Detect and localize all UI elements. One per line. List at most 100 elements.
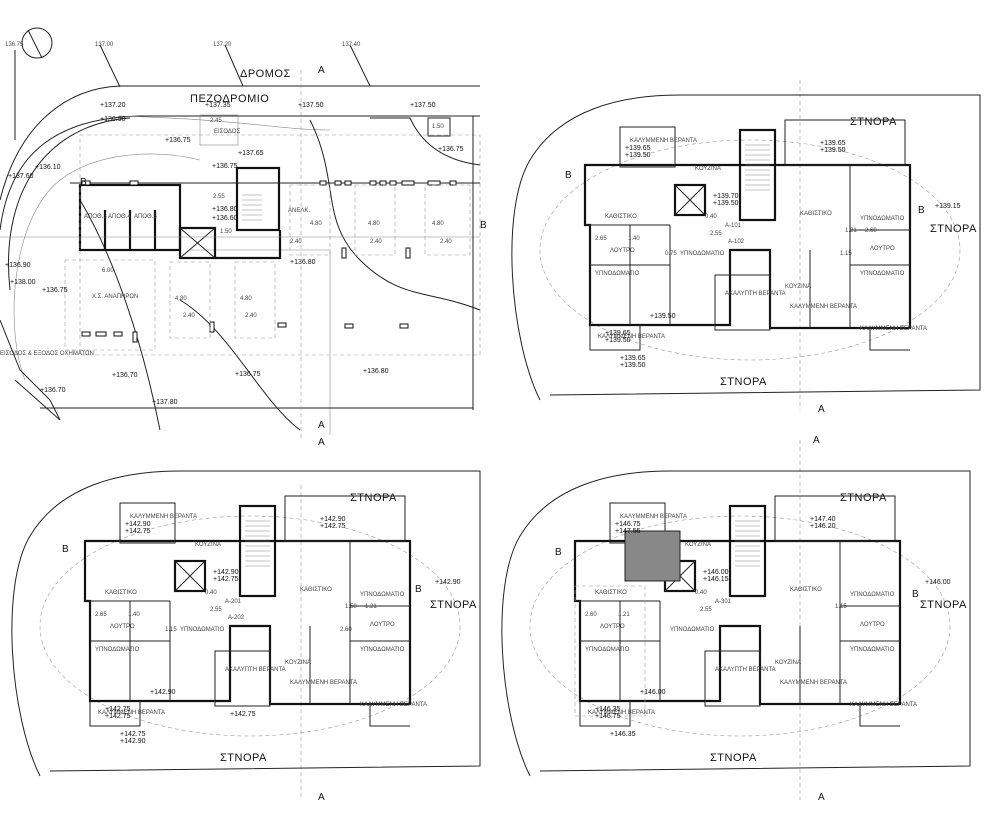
- entrance-label: ΕΙΣΟΔΟΣ: [214, 129, 240, 135]
- room-label-bath: ΛΟΥΤΡΟ: [610, 248, 635, 254]
- elevation-mark: +142.75: [230, 711, 256, 718]
- room-label-bedroom: ΥΠΝΟΔΩΜΑΤΙΟ: [360, 647, 405, 653]
- dimension: 0.40: [205, 590, 217, 596]
- elevation-mark: +147.40: [810, 516, 836, 523]
- section-mark: A: [813, 435, 820, 446]
- elevation-mark: +139.50: [650, 313, 676, 320]
- elevation-mark: +139.15: [935, 203, 961, 210]
- section-mark: B: [565, 170, 572, 181]
- room-label-bath: ΛΟΥΤΡΟ: [870, 246, 895, 252]
- vehicle-access-label: ΕΙΣΟΔΟΣ & ΕΞΟΔΟΣ ΟΧΗΜΑΤΩΝ: [0, 351, 94, 357]
- plot-boundary: [11, 470, 481, 777]
- roof-terrace: [574, 585, 646, 717]
- elevation-mark: +146.35: [610, 731, 636, 738]
- dimension: 2.60: [865, 228, 877, 234]
- elevation-mark: +146.75: [615, 521, 641, 528]
- storage-label: ΑΠΟΘ.5: [134, 214, 157, 220]
- elevation-mark: +136.10: [35, 164, 61, 171]
- lift-label: ΑΝΕΛΚ.: [288, 208, 310, 214]
- elevation-mark: +139.50: [620, 362, 646, 369]
- contour-label: 136.75: [5, 42, 24, 48]
- elevation-mark: +137.35: [205, 102, 231, 109]
- contour-label: 137.00: [95, 42, 114, 48]
- elevation-mark: +142.75: [125, 528, 151, 535]
- room-label-open-veranda: ΑΚΑΛΥΠΤΗ ΒΕΡΑΝΤΑ: [725, 291, 786, 297]
- room-label-kitchen: ΚΟΥΖΙΝΑ: [285, 660, 311, 666]
- parking-bay: [169, 261, 211, 339]
- boundary-label: ΣΤΝΟΡΑ: [220, 752, 267, 764]
- section-mark: B: [415, 584, 422, 595]
- flat-number: Α-102: [728, 239, 745, 245]
- elevation-mark: +142.75: [105, 713, 131, 720]
- elevation-mark: +142.90: [125, 521, 151, 528]
- dimension: 1.15: [165, 627, 177, 633]
- room-label-covered-veranda: ΚΑΛΥΜΜΕΝΗ ΒΕΡΑΝΤΑ: [780, 680, 847, 686]
- dimension: 2.40: [370, 239, 382, 245]
- interior-wall: [869, 328, 910, 351]
- room-label-living: ΚΑΘΙΣΤΙΚΟ: [595, 590, 627, 596]
- open-veranda: [714, 274, 771, 331]
- first-floor-plan: ΣΤΝΟΡΑΣΤΝΟΡΑΣΤΝΟΡΑΚΑΘΙΣΤΙΚΟΚΟΥΖΙΝΑΥΠΝΟΔΩ…: [511, 94, 981, 401]
- open-veranda: [214, 650, 271, 707]
- room-label-living: ΚΑΘΙΣΤΙΚΟ: [105, 590, 137, 596]
- room-label-kitchen: ΚΟΥΖΙΝΑ: [775, 660, 801, 666]
- contour-label: 137.40: [342, 42, 361, 48]
- room-label-bedroom: ΥΠΝΟΔΩΜΑΤΙΟ: [585, 647, 630, 653]
- contour-label: 137.20: [213, 42, 232, 48]
- interior-wall: [369, 704, 410, 727]
- room-label-covered-veranda: ΚΑΛΥΜΜΕΝΗ ΒΕΡΑΝΤΑ: [860, 326, 927, 332]
- sidewalk-edge: [0, 115, 480, 231]
- veranda: [284, 495, 406, 542]
- dimension: 2.65: [95, 612, 107, 618]
- north-arrow-icon: [21, 27, 53, 59]
- room-label-covered-veranda: ΚΑΛΥΜΜΕΝΗ ΒΕΡΑΝΤΑ: [290, 680, 357, 686]
- flat-number: Α-201: [225, 599, 242, 605]
- room-label-bedroom: ΥΠΝΟΔΩΜΑΤΙΟ: [850, 592, 895, 598]
- room-label-kitchen: ΚΟΥΖΙΝΑ: [695, 166, 721, 172]
- room-label-covered-veranda: ΚΑΛΥΜΜΕΝΗ ΒΕΡΑΝΤΑ: [598, 334, 665, 340]
- section-mark: A: [818, 792, 825, 803]
- ground-floor-site-plan: ΔΡΟΜΟΣ ΠΕΖΟΔΡΟΜΙΟ ΕΙΣΟΔΟΣ ΕΙΣΟΔΟΣ & ΕΞΟΔ…: [0, 27, 481, 435]
- dimension: 2.55: [700, 607, 712, 613]
- elevation-mark: +142.90: [320, 516, 346, 523]
- room-label-bath: ΛΟΥΤΡΟ: [370, 622, 395, 628]
- elevation-mark: +139.65: [620, 355, 646, 362]
- parking-bay: [289, 184, 331, 256]
- elevation-mark: +146.35: [595, 706, 621, 713]
- interior-wall: [859, 704, 900, 727]
- elevation-mark: +136.80: [212, 206, 238, 213]
- parking-bay: [234, 261, 276, 339]
- lift-shaft: [673, 183, 707, 217]
- room-label-covered-veranda: ΚΑΛΥΜΜΕΝΗ ΒΕΡΑΝΤΑ: [630, 138, 697, 144]
- elevation-mark: +136.90: [100, 116, 126, 123]
- disabled-parking-label: Χ.Σ. ΑΝΑΠΗΡΩΝ: [92, 294, 138, 300]
- building-outline: [83, 539, 412, 706]
- elevation-mark: +137.50: [410, 102, 436, 109]
- elevation-mark: +142.75: [105, 706, 131, 713]
- elevation-mark: +139.70: [713, 193, 739, 200]
- elevation-mark: +142.90: [213, 569, 239, 576]
- room-label-bedroom: ΥΠΝΟΔΩΜΑΤΙΟ: [95, 647, 140, 653]
- dimension: 2.40: [290, 239, 302, 245]
- room-label-living: ΚΑΘΙΣΤΙΚΟ: [300, 587, 332, 593]
- stair: [235, 166, 281, 232]
- elevation-mark: +136.75: [42, 287, 68, 294]
- dimension: 1.40: [128, 612, 140, 618]
- dimension: 0.40: [705, 214, 717, 220]
- room-label-living: ΚΑΘΙΣΤΙΚΟ: [605, 214, 637, 220]
- room-label-covered-veranda: ΚΑΛΥΜΜΕΝΗ ΒΕΡΑΝΤΑ: [790, 304, 857, 310]
- dimension: 1.50: [220, 229, 232, 235]
- boundary-label: ΣΤΝΟΡΑ: [840, 492, 887, 504]
- boundary-label: ΣΤΝΟΡΑ: [430, 599, 477, 611]
- elevation-mark: +139.50: [820, 147, 846, 154]
- elevation-mark: +136.70: [40, 387, 66, 394]
- dimension: 2.55: [213, 194, 225, 200]
- elevation-mark: +136.75: [235, 371, 261, 378]
- interior-wall: [579, 701, 631, 727]
- elevation-mark: +136.80: [290, 259, 316, 266]
- elevation-mark: +136.70: [112, 372, 138, 379]
- stair: [238, 504, 277, 598]
- dimension: 1.15: [835, 604, 847, 610]
